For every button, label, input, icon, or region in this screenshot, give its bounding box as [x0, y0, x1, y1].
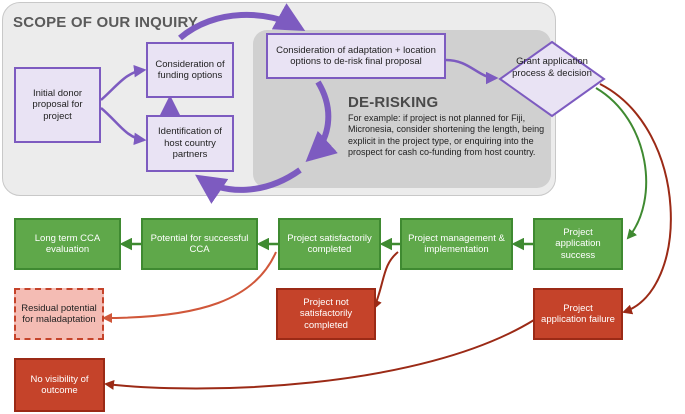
potential-successful-cca-node: Potential for successful CCA [141, 218, 258, 270]
edge-grant-to-success [595, 87, 648, 240]
de-risking-example-text: For example: if project is not planned f… [348, 113, 545, 158]
no-visibility-outcome-node: No visibility of outcome [14, 358, 105, 412]
project-satisfactorily-completed-node: Project satisfactorily completed [278, 218, 381, 270]
de-risking-title: DE-RISKING [348, 94, 439, 111]
edge-failure-to-no-visibility [104, 319, 535, 390]
project-management-node: Project management & implementation [400, 218, 513, 270]
initial-donor-proposal-node: Initial donor proposal for project [14, 67, 101, 143]
project-application-failure-node: Project application failure [533, 288, 623, 340]
funding-options-node: Consideration of funding options [146, 42, 234, 98]
long-term-cca-evaluation-node: Long term CCA evaluation [14, 218, 121, 270]
grant-decision-label: Grant application process & decision [512, 56, 592, 79]
cycle-arc-bottom [195, 167, 302, 204]
adaptation-location-options-node: Consideration of adaptation + location o… [266, 33, 446, 79]
cycle-arc-top [178, 3, 306, 41]
residual-maladaptation-node: Residual potential for maladaptation [14, 288, 104, 340]
edge-donor-to-partners [100, 107, 147, 146]
edge-donor-to-funding [100, 64, 147, 101]
edge-management-to-not-satisfactory [372, 251, 399, 310]
grant-decision-diamond [498, 40, 606, 118]
edge-satisfactory-to-maladaptation [102, 251, 277, 323]
project-not-satisfactorily-completed-node: Project not satisfactorily completed [276, 288, 376, 340]
cycle-arc-right [305, 80, 338, 163]
edge-adaptation-to-grant [445, 58, 499, 85]
edge-grant-to-failure [599, 83, 672, 315]
scope-title: SCOPE OF OUR INQUIRY [13, 14, 199, 31]
host-country-partners-node: Identification of host country partners [146, 115, 234, 172]
project-application-success-node: Project application success [533, 218, 623, 270]
